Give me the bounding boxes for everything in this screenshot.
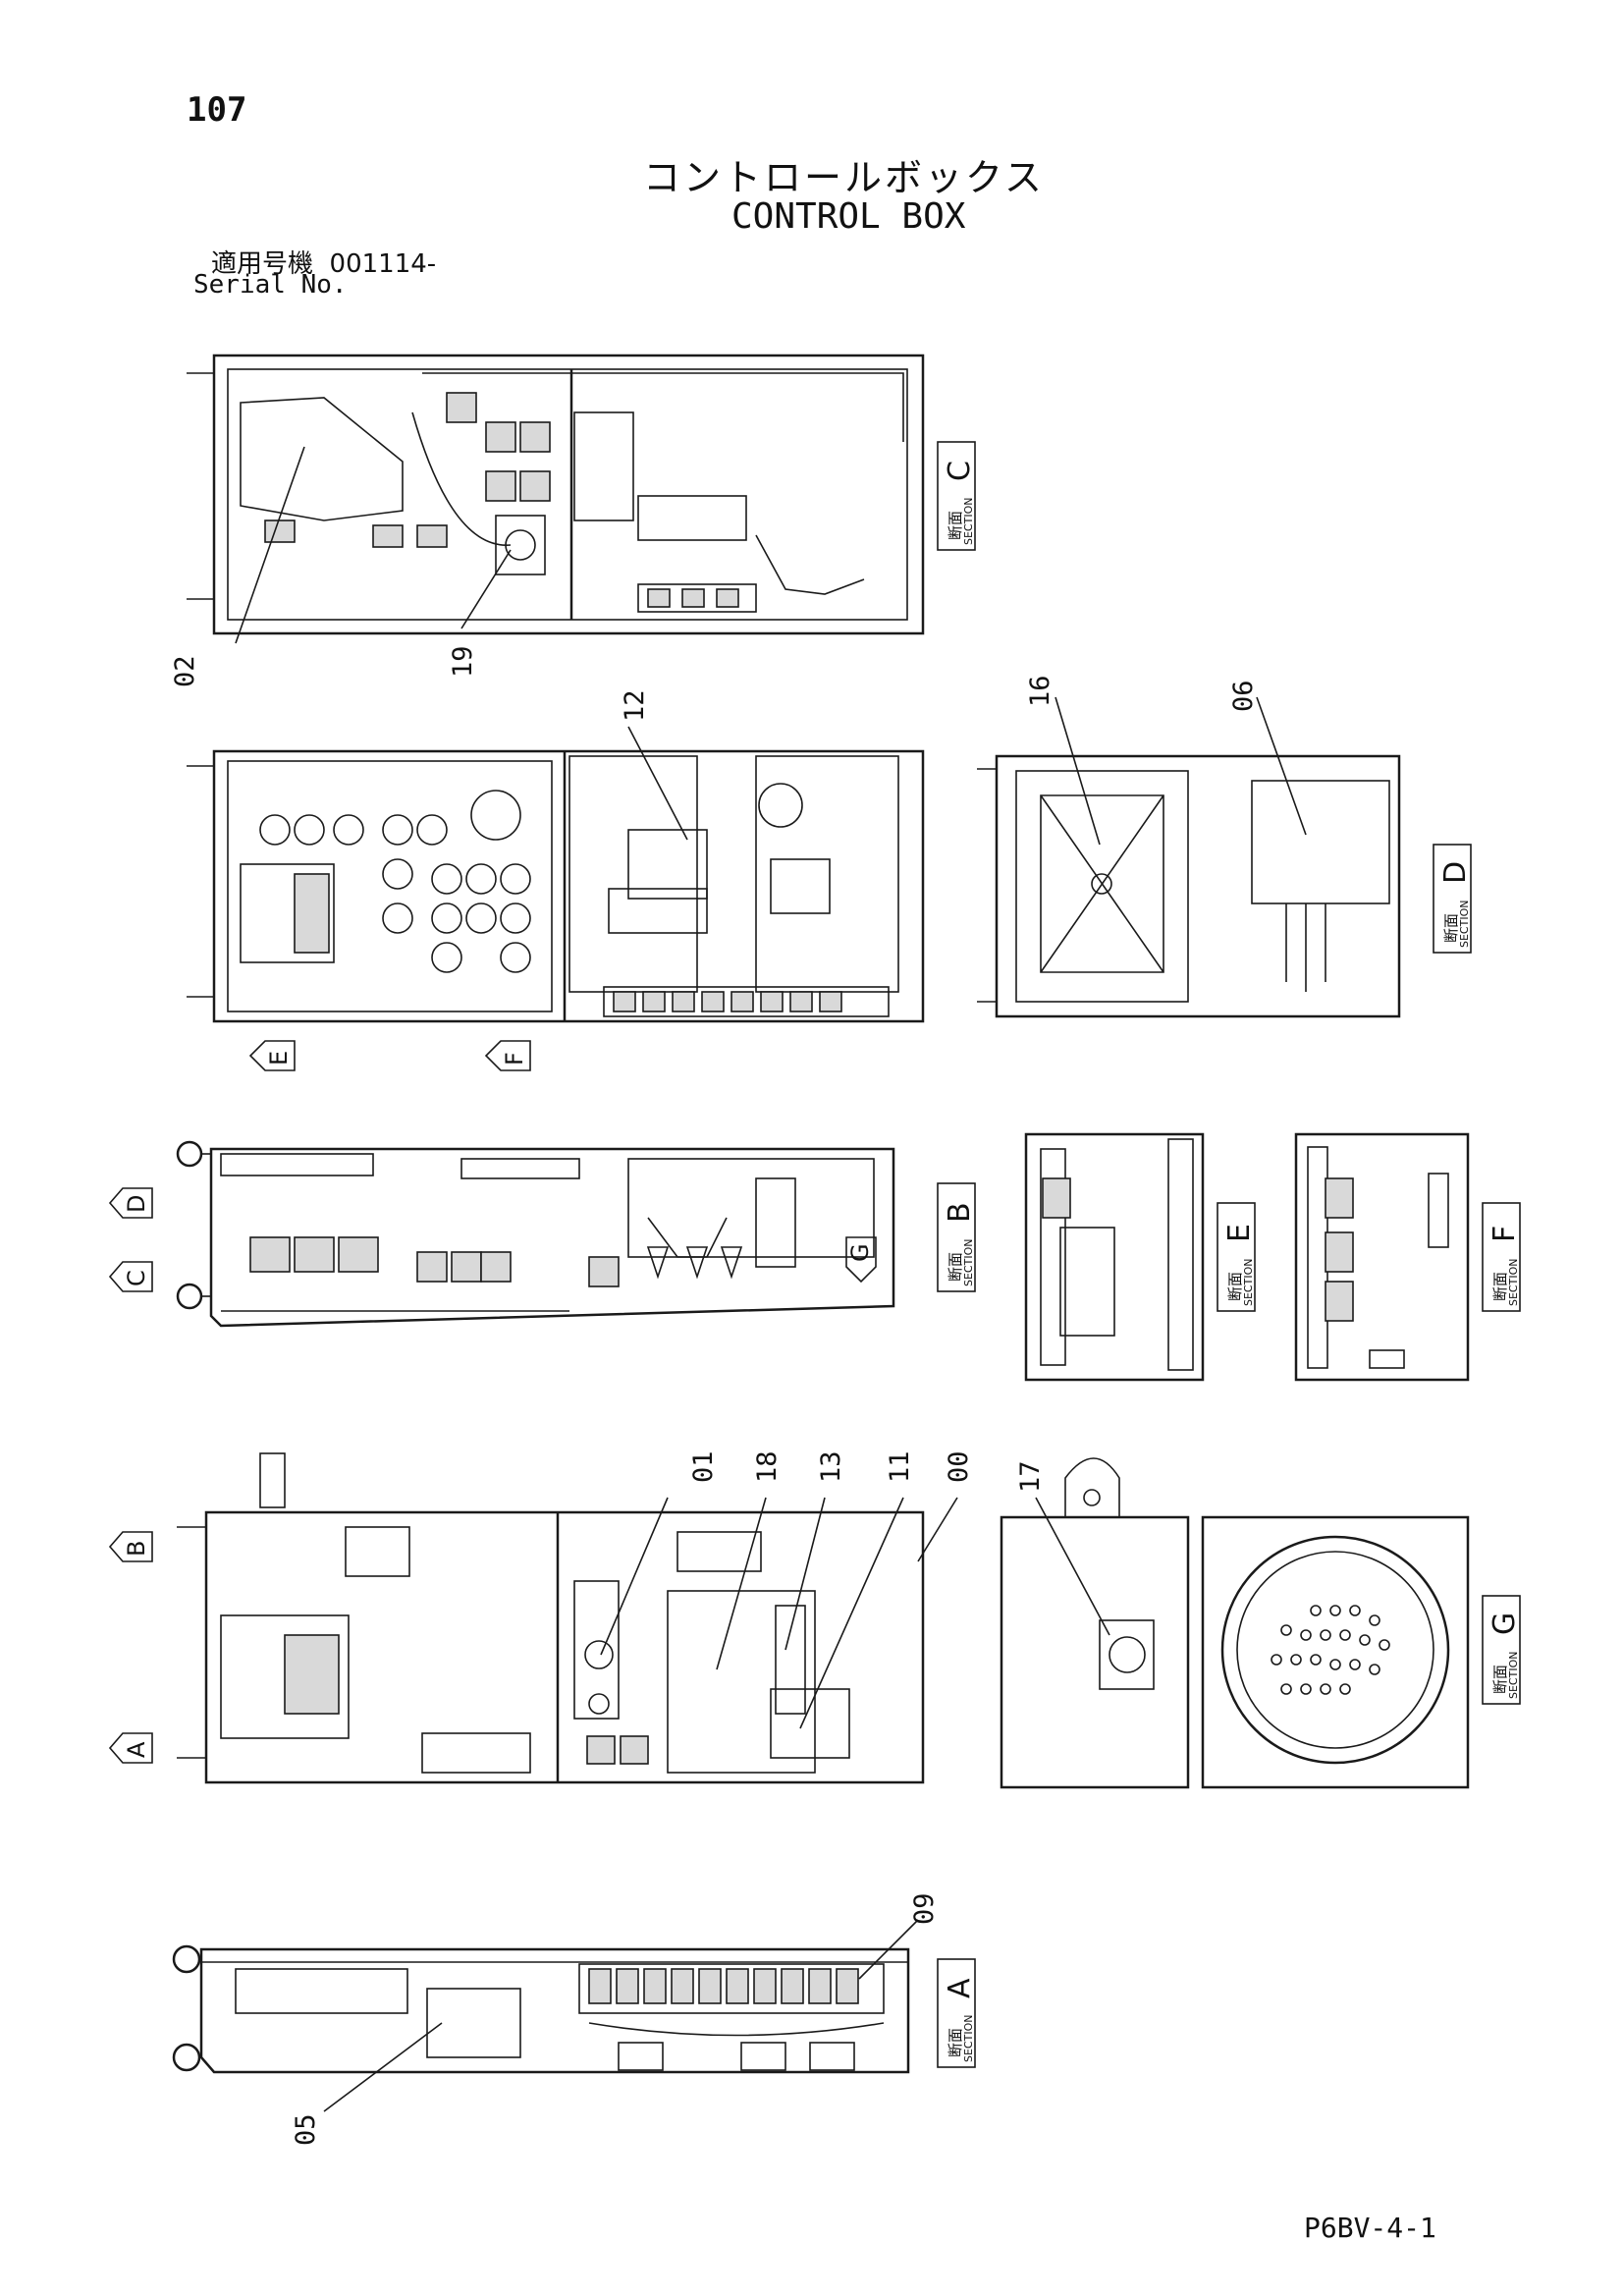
section-g-letter: G bbox=[1488, 1613, 1522, 1635]
serial-label-ja-text: 適用号機 bbox=[211, 249, 314, 279]
serial-label-english: Serial No. bbox=[193, 270, 348, 300]
part-number-16: 16 bbox=[1025, 675, 1055, 707]
part-number-00: 00 bbox=[944, 1450, 974, 1483]
view-arrow-d: D bbox=[108, 1187, 153, 1219]
view-arrow-a: A bbox=[108, 1732, 153, 1764]
view-arrow-d-letter: D bbox=[123, 1195, 150, 1213]
serial-label-japanese: 適用号機 001114- bbox=[211, 244, 436, 280]
section-b-letter: B bbox=[943, 1202, 977, 1223]
exterior-front-view: 01 18 13 11 00 bbox=[177, 1450, 974, 1784]
serial-number-value: 001114- bbox=[329, 249, 437, 279]
section-e-letter: E bbox=[1222, 1224, 1257, 1242]
part-number-06: 06 bbox=[1228, 680, 1259, 712]
part-number-18: 18 bbox=[752, 1450, 783, 1483]
title-japanese: コントロールボックス bbox=[643, 156, 1045, 199]
section-a-en: SECTION bbox=[962, 2015, 975, 2062]
section-f-view bbox=[1294, 1132, 1470, 1382]
section-d-label: D 断面 SECTION bbox=[1433, 844, 1473, 954]
section-f-letter: F bbox=[1488, 1226, 1522, 1242]
section-e-en: SECTION bbox=[1242, 1259, 1255, 1306]
page-number: 107 bbox=[187, 90, 247, 130]
view-arrow-f: F bbox=[484, 1040, 531, 1071]
view-arrow-e: E bbox=[248, 1040, 296, 1071]
section-f-label: F 断面 SECTION bbox=[1482, 1202, 1522, 1312]
section-e-ja: 断面 bbox=[1226, 1272, 1244, 1301]
section-c-letter: C bbox=[943, 461, 977, 481]
view-arrow-g-letter: G bbox=[846, 1243, 874, 1262]
section-f-ja: 断面 bbox=[1491, 1272, 1509, 1301]
view-arrow-g: G bbox=[845, 1236, 877, 1284]
section-d-view: 16 06 bbox=[977, 675, 1401, 1018]
view-arrow-c: C bbox=[108, 1261, 153, 1292]
part-number-09: 09 bbox=[909, 1892, 940, 1925]
section-g-ja: 断面 bbox=[1491, 1665, 1509, 1694]
part-number-17: 17 bbox=[1015, 1460, 1046, 1493]
section-b-label: B 断面 SECTION bbox=[937, 1182, 977, 1292]
section-g-label: G 断面 SECTION bbox=[1482, 1595, 1522, 1705]
view-arrow-a-letter: A bbox=[123, 1741, 150, 1758]
section-c-ja: 断面 bbox=[947, 511, 964, 540]
side-view-b bbox=[176, 1140, 895, 1328]
section-a-label: A 断面 SECTION bbox=[937, 1958, 977, 2068]
section-b-ja: 断面 bbox=[947, 1252, 964, 1282]
section-d-letter: D bbox=[1438, 861, 1473, 884]
section-c-label: C 断面 SECTION bbox=[937, 441, 977, 551]
section-d-en: SECTION bbox=[1458, 901, 1471, 948]
section-e-view bbox=[1024, 1132, 1205, 1382]
footer-code: P6BV-4-1 bbox=[1304, 2212, 1436, 2244]
part-number-12: 12 bbox=[620, 689, 650, 722]
view-arrow-b: B bbox=[108, 1531, 153, 1562]
section-b-en: SECTION bbox=[962, 1239, 975, 1286]
top-view-1: 02 19 bbox=[170, 354, 925, 687]
view-arrow-b-letter: B bbox=[123, 1541, 150, 1557]
section-g-en: SECTION bbox=[1507, 1652, 1520, 1699]
view-arrow-f-letter: F bbox=[501, 1052, 528, 1066]
part-number-13: 13 bbox=[816, 1450, 846, 1483]
part-number-19: 19 bbox=[448, 645, 478, 678]
section-c-en: SECTION bbox=[962, 498, 975, 545]
front-view: 12 bbox=[187, 689, 925, 1023]
part-number-11: 11 bbox=[885, 1450, 915, 1483]
section-g-view bbox=[1201, 1515, 1470, 1789]
part-number-05: 05 bbox=[291, 2113, 321, 2146]
section-d-ja: 断面 bbox=[1442, 913, 1460, 943]
part-number-01: 01 bbox=[688, 1450, 719, 1483]
section-a-letter: A bbox=[943, 1978, 977, 1998]
part-number-02: 02 bbox=[170, 655, 200, 687]
view-arrow-c-letter: C bbox=[123, 1270, 150, 1286]
view-arrow-e-letter: E bbox=[265, 1051, 293, 1066]
section-e-label: E 断面 SECTION bbox=[1217, 1202, 1257, 1312]
section-f-en: SECTION bbox=[1507, 1259, 1520, 1306]
section-a-ja: 断面 bbox=[947, 2028, 964, 2057]
side-plate-view: 17 bbox=[1000, 1457, 1190, 1789]
bottom-view-a: 09 05 bbox=[172, 1892, 940, 2146]
title-english: CONTROL BOX bbox=[731, 196, 966, 237]
